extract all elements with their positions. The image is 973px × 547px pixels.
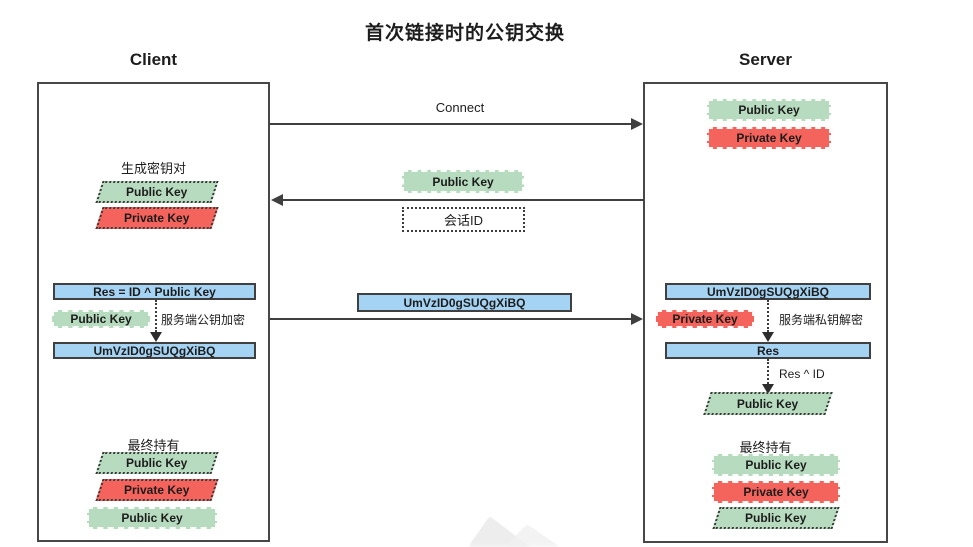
server-final-public-key-chip: Public Key xyxy=(712,454,840,476)
server-cipher-box: UmVzID0gSUQgXiBQ xyxy=(665,283,871,300)
client-final-server-public-key-label: Public Key xyxy=(121,511,183,525)
server-final-client-public-key-label: Public Key xyxy=(745,511,807,525)
server-private-key-chip: Private Key xyxy=(707,127,831,149)
server-xor-arrow-line xyxy=(767,359,769,384)
server-decrypt-key-label: Private Key xyxy=(672,312,738,326)
message-cipher-text: UmVzID0gSUQgXiBQ xyxy=(403,295,526,310)
server-heading: Server xyxy=(739,50,792,69)
server-xor-note: Res ^ ID xyxy=(779,367,825,381)
server-final-client-public-key-parallelogram: Public Key xyxy=(712,507,840,529)
server-public-key-chip: Public Key xyxy=(707,99,831,121)
client-final-public-key-label: Public Key xyxy=(126,456,188,470)
client-generate-label: 生成密钥对 xyxy=(120,161,186,176)
message-public-key-label: Public Key xyxy=(432,174,494,189)
connect-arrow-line xyxy=(270,123,633,125)
client-encrypt-key-chip: Public Key xyxy=(52,310,150,328)
publickey-arrow-line xyxy=(283,199,643,201)
client-encrypt-key-label: Public Key xyxy=(70,312,132,326)
server-res-text: Res xyxy=(756,343,779,358)
client-final-public-key-parallelogram: Public Key xyxy=(95,452,219,474)
message-cipher-box: UmVzID0gSUQgXiBQ xyxy=(357,293,572,312)
server-private-key-label: Private Key xyxy=(736,131,802,145)
server-decrypt-key-chip: Private Key xyxy=(656,310,754,328)
client-final-private-key-parallelogram: Private Key xyxy=(95,479,219,501)
publickey-arrowhead-icon xyxy=(271,194,283,206)
server-recovered-public-key-parallelogram: Public Key xyxy=(703,392,833,415)
client-res-formula-text: Res = ID ^ Public Key xyxy=(93,284,216,299)
diagram-title: 首次链接时的公钥交换 xyxy=(364,23,565,44)
server-decrypt-arrow-line xyxy=(767,300,769,332)
server-decrypt-arrowhead-icon xyxy=(762,332,774,342)
client-heading: Client xyxy=(129,50,178,69)
server-final-public-key-label: Public Key xyxy=(745,458,807,472)
client-final-label: 最终持有 xyxy=(127,438,180,453)
cipher-arrow-line xyxy=(270,318,633,320)
client-private-key-parallelogram: Private Key xyxy=(95,207,219,229)
server-res-box: Res xyxy=(665,342,871,359)
server-public-key-label: Public Key xyxy=(738,103,800,117)
server-decrypt-note: 服务端私钥解密 xyxy=(779,313,864,327)
server-final-private-key-chip: Private Key xyxy=(712,481,840,503)
client-private-key-label: Private Key xyxy=(124,211,190,225)
client-public-key-label: Public Key xyxy=(126,185,188,199)
message-public-key-chip: Public Key xyxy=(402,170,524,193)
client-final-private-key-label: Private Key xyxy=(124,483,190,497)
cipher-arrowhead-icon xyxy=(631,313,643,325)
server-final-label: 最终持有 xyxy=(739,440,792,455)
server-recovered-public-key-label: Public Key xyxy=(737,396,799,411)
client-encrypt-arrowhead-icon xyxy=(150,332,162,342)
connect-arrowhead-icon xyxy=(631,118,643,130)
server-final-private-key-label: Private Key xyxy=(743,485,809,499)
client-cipher-box: UmVzID0gSUQgXiBQ xyxy=(53,342,256,359)
client-encrypt-arrow-line xyxy=(155,300,157,332)
session-id-label: 会话ID xyxy=(443,213,483,228)
session-id-chip: 会话ID xyxy=(402,207,525,232)
client-res-formula-box: Res = ID ^ Public Key xyxy=(53,283,256,300)
connect-label: Connect xyxy=(435,100,485,115)
server-xor-arrowhead-icon xyxy=(762,384,774,394)
client-final-server-public-key-chip: Public Key xyxy=(87,507,217,529)
server-cipher-text: UmVzID0gSUQgXiBQ xyxy=(706,284,829,299)
client-encrypt-note: 服务端公钥加密 xyxy=(161,313,246,327)
client-cipher-text: UmVzID0gSUQgXiBQ xyxy=(93,343,216,358)
client-public-key-parallelogram: Public Key xyxy=(95,181,219,203)
